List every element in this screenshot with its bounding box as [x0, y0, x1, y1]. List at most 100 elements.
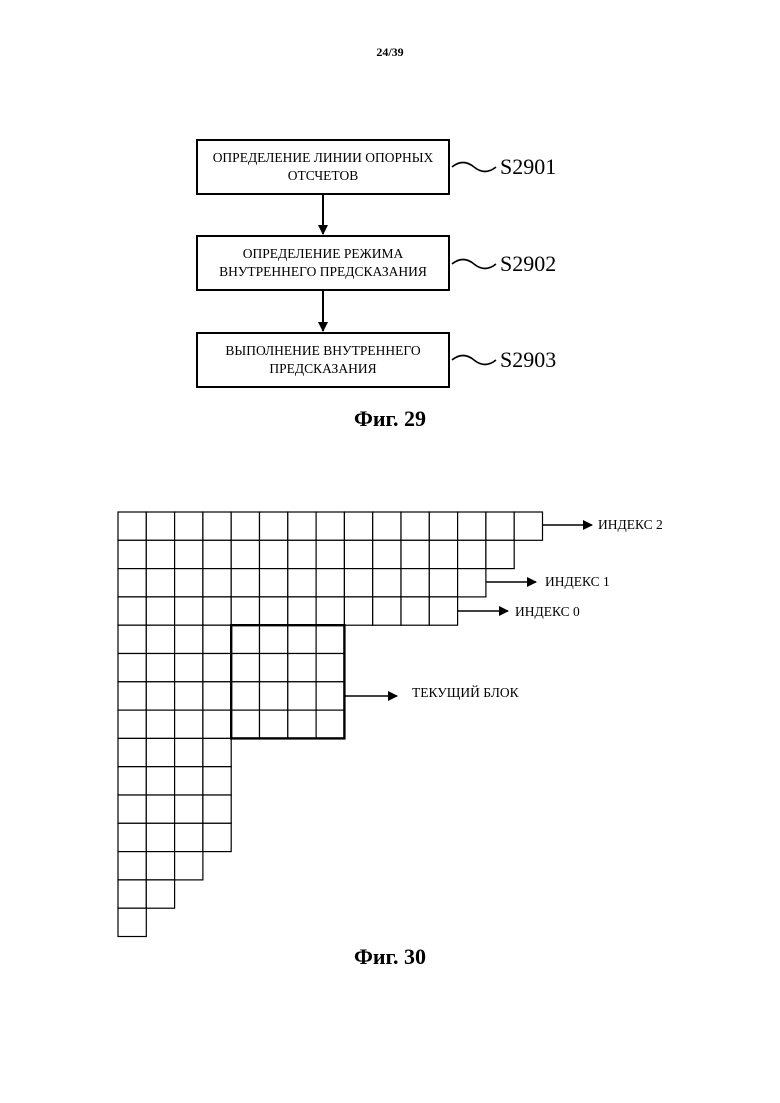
grid-cell	[118, 795, 146, 823]
grid-cell	[401, 512, 429, 540]
grid-cell	[203, 512, 231, 540]
grid-cell	[260, 512, 288, 540]
grid-cell	[203, 823, 231, 851]
grid-cell	[118, 597, 146, 625]
grid-cell	[175, 654, 203, 682]
label-current-block: ТЕКУЩИЙ БЛОК	[412, 685, 519, 701]
grid-cell	[316, 569, 344, 597]
grid-cell	[175, 710, 203, 738]
grid-cell	[118, 540, 146, 568]
grid-cell	[203, 625, 231, 653]
grid-cell	[316, 540, 344, 568]
grid-cell	[231, 540, 259, 568]
grid-cell	[231, 569, 259, 597]
grid-cell	[260, 569, 288, 597]
grid-cell	[175, 738, 203, 766]
grid-cell	[231, 654, 259, 682]
grid-cell	[231, 710, 259, 738]
grid-cell	[118, 512, 146, 540]
grid-cell	[175, 597, 203, 625]
label-index-1: ИНДЕКС 1	[545, 574, 610, 590]
grid-cell	[203, 710, 231, 738]
grid-cell	[146, 540, 174, 568]
grid-cell	[260, 540, 288, 568]
grid-cell	[175, 512, 203, 540]
grid-cell	[260, 654, 288, 682]
grid-cell	[118, 569, 146, 597]
grid-cell	[288, 512, 316, 540]
grid-cell	[373, 540, 401, 568]
grid-cell	[203, 767, 231, 795]
grid-cell	[203, 597, 231, 625]
figure-caption-30: Фиг. 30	[0, 944, 780, 970]
grid-cell	[118, 654, 146, 682]
grid-cell	[146, 710, 174, 738]
grid-cell	[118, 908, 146, 936]
grid-cell	[401, 597, 429, 625]
grid-cell	[429, 540, 457, 568]
grid-cell	[118, 682, 146, 710]
grid-cell	[203, 654, 231, 682]
grid-cell	[373, 512, 401, 540]
grid-cell	[288, 540, 316, 568]
grid-cell	[514, 512, 542, 540]
grid-cell	[316, 654, 344, 682]
grid-cell	[203, 540, 231, 568]
grid-cell	[458, 512, 486, 540]
grid-cell	[146, 654, 174, 682]
grid-cell	[373, 569, 401, 597]
grid-cell	[146, 880, 174, 908]
grid-cell	[146, 795, 174, 823]
grid-cell	[203, 795, 231, 823]
grid-cell	[288, 597, 316, 625]
grid-cell	[175, 682, 203, 710]
grid-cell	[316, 710, 344, 738]
grid-cell	[458, 540, 486, 568]
grid-cell	[316, 625, 344, 653]
grid-cell	[175, 569, 203, 597]
grid-cell	[146, 823, 174, 851]
grid-cell	[288, 569, 316, 597]
grid-cell	[486, 540, 514, 568]
grid-cell	[146, 625, 174, 653]
grid-cell	[118, 880, 146, 908]
grid-cells	[118, 512, 543, 937]
grid-cell	[231, 512, 259, 540]
grid-cell	[118, 738, 146, 766]
grid-cell	[118, 823, 146, 851]
grid-cell	[146, 767, 174, 795]
grid-cell	[175, 625, 203, 653]
grid-cell	[146, 597, 174, 625]
grid-cell	[231, 597, 259, 625]
grid-cell	[118, 852, 146, 880]
grid-cell	[231, 682, 259, 710]
grid-cell	[175, 767, 203, 795]
grid-cell	[175, 823, 203, 851]
grid-cell	[118, 625, 146, 653]
grid-cell	[203, 738, 231, 766]
label-index-2: ИНДЕКС 2	[598, 517, 663, 533]
grid-cell	[118, 710, 146, 738]
grid-cell	[146, 569, 174, 597]
grid-cell	[316, 597, 344, 625]
grid-cell	[429, 512, 457, 540]
grid-cell	[288, 710, 316, 738]
grid-cell	[486, 512, 514, 540]
grid-cell	[429, 569, 457, 597]
grid-cell	[429, 597, 457, 625]
grid-cell	[458, 569, 486, 597]
grid-cell	[175, 852, 203, 880]
grid-cell	[203, 569, 231, 597]
grid-cell	[203, 682, 231, 710]
grid-cell	[175, 540, 203, 568]
grid-cell	[344, 540, 372, 568]
grid-cell	[316, 682, 344, 710]
grid-cell	[146, 852, 174, 880]
grid-cell	[260, 682, 288, 710]
grid-cell	[288, 625, 316, 653]
grid-cell	[260, 625, 288, 653]
grid-cell	[231, 625, 259, 653]
grid-cell	[118, 767, 146, 795]
grid-cell	[288, 654, 316, 682]
